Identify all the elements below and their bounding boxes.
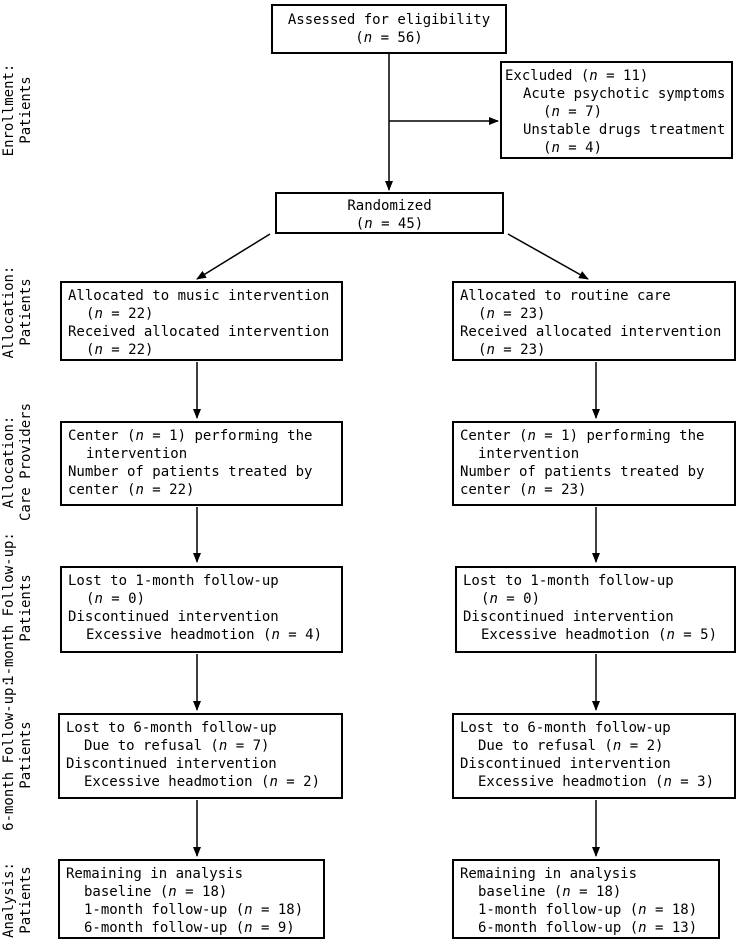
side-label-followup-1-month: 1-month Follow-up: Patients: [1, 532, 34, 684]
side-label-followup-6-month: 6-month Follow-up: Patients: [1, 679, 34, 831]
side-label-allocation-patients: Allocation: Patients: [1, 265, 34, 359]
side-label-enrollment: Enrollment: Patients: [1, 63, 34, 157]
side-label-allocation-providers: Allocation: Care Providers: [1, 402, 34, 522]
randomized-box: Randomized (n = 45): [275, 192, 504, 234]
right-followup-6-month-box: Lost to 6-month follow-up Due to refusal…: [452, 713, 736, 799]
left-followup-1-month-box: Lost to 1-month follow-up (n = 0) Discon…: [60, 566, 343, 653]
assessed-box: Assessed for eligibility (n = 56): [271, 4, 507, 54]
left-followup-6-month-box: Lost to 6-month follow-up Due to refusal…: [58, 713, 343, 799]
left-analysis-box: Remaining in analysis baseline (n = 18) …: [58, 859, 325, 939]
side-label-analysis: Analysis: Patients: [1, 862, 34, 938]
arrow-randomized-to-left: [196, 233, 271, 280]
right-followup-1-month-box: Lost to 1-month follow-up (n = 0) Discon…: [455, 566, 736, 653]
arrow-randomized-to-right: [507, 233, 589, 280]
excluded-box: Excluded (n = 11) Acute psychotic sympto…: [500, 61, 733, 159]
right-center-box: Center (n = 1) performing the interventi…: [452, 421, 736, 506]
right-analysis-box: Remaining in analysis baseline (n = 18) …: [452, 859, 720, 939]
right-allocation-box: Allocated to routine care (n = 23) Recei…: [452, 281, 736, 361]
left-allocation-box: Allocated to music intervention (n = 22)…: [60, 281, 343, 361]
left-center-box: Center (n = 1) performing the interventi…: [60, 421, 343, 506]
